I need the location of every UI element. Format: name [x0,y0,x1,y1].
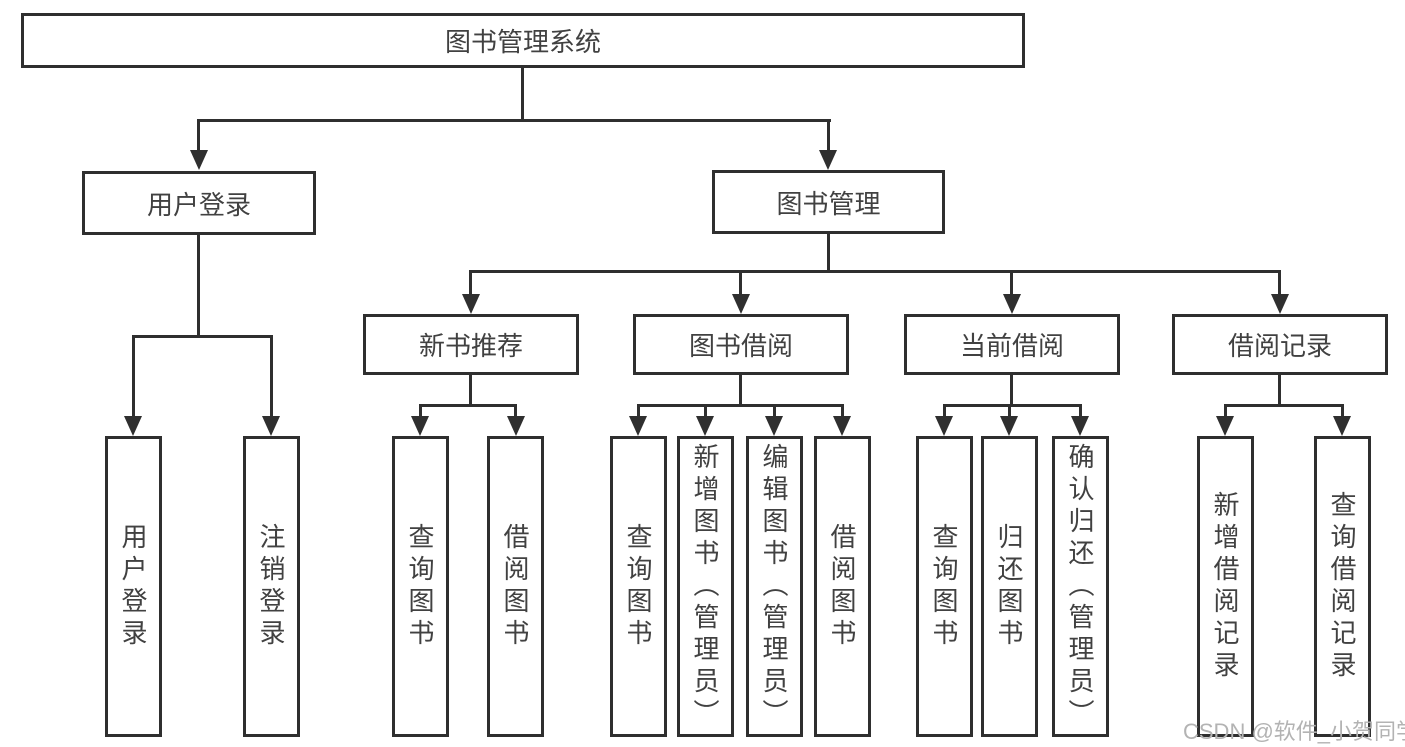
connector-line [270,335,273,418]
connector-line [1079,404,1082,418]
connector-line [1224,404,1227,418]
connector-line [1278,270,1281,296]
connector-line [943,404,1082,407]
leaf-logout: 注销登录 [243,436,300,737]
arrowhead-down-icon [462,294,480,314]
connector-line [739,375,742,407]
leaf-borrow-books-recommend: 借阅图书 [487,436,544,737]
connector-line [943,404,946,418]
leaf-query-books-recommend: 查询图书 [392,436,449,737]
connector-line [637,404,844,407]
arrowhead-down-icon [411,416,429,436]
leaf-borrow-books: 借阅图书 [814,436,871,737]
arrowhead-down-icon [819,150,837,170]
connector-line [1010,270,1013,296]
arrowhead-down-icon [765,416,783,436]
arrowhead-down-icon [935,416,953,436]
connector-line [1010,375,1013,407]
connector-line [132,335,135,418]
connector-line [514,404,517,418]
arrowhead-down-icon [262,416,280,436]
leaf-confirm-return-admin: 确认归还（管理员） [1052,436,1109,737]
connector-line [1224,404,1344,407]
connector-line [197,235,200,337]
arrowhead-down-icon [1000,416,1018,436]
connector-line [132,335,273,338]
leaf-query-borrow-record: 查询借阅记录 [1314,436,1371,737]
connector-line [419,404,422,418]
node-book-borrow: 图书借阅 [633,314,849,375]
connector-line [197,119,200,152]
connector-line [197,119,831,122]
node-book-management: 图书管理 [712,170,945,234]
arrowhead-down-icon [833,416,851,436]
connector-line [469,375,472,407]
node-user-login: 用户登录 [82,171,316,235]
arrowhead-down-icon [1333,416,1351,436]
connector-line [827,119,830,152]
connector-line [841,404,844,418]
connector-line [637,404,640,418]
node-library-system: 图书管理系统 [21,13,1025,68]
arrowhead-down-icon [629,416,647,436]
arrowhead-down-icon [696,416,714,436]
connector-line [827,234,830,272]
arrowhead-down-icon [732,294,750,314]
leaf-add-borrow-record: 新增借阅记录 [1197,436,1254,737]
watermark: CSDN @软件_小贺同学 [1183,719,1405,744]
leaf-add-book-admin: 新增图书（管理员） [677,436,734,737]
node-new-book-recommend: 新书推荐 [363,314,579,375]
node-borrow-records: 借阅记录 [1172,314,1388,375]
arrowhead-down-icon [1003,294,1021,314]
connector-line [773,404,776,418]
arrowhead-down-icon [1216,416,1234,436]
connector-line [469,270,1281,273]
leaf-return-book: 归还图书 [981,436,1038,737]
leaf-query-books-current: 查询图书 [916,436,973,737]
leaf-query-books-borrow: 查询图书 [610,436,667,737]
connector-line [1278,375,1281,407]
connector-line [1008,404,1011,418]
connector-line [739,270,742,296]
arrowhead-down-icon [1271,294,1289,314]
arrowhead-down-icon [1071,416,1089,436]
arrowhead-down-icon [190,150,208,170]
node-current-borrow: 当前借阅 [904,314,1120,375]
arrowhead-down-icon [124,416,142,436]
connector-line [469,270,472,296]
connector-line [1341,404,1344,418]
connector-line [419,404,517,407]
leaf-user-login: 用户登录 [105,436,162,737]
arrowhead-down-icon [507,416,525,436]
connector-line [704,404,707,418]
leaf-edit-book-admin: 编辑图书（管理员） [746,436,803,737]
connector-line [521,68,524,121]
